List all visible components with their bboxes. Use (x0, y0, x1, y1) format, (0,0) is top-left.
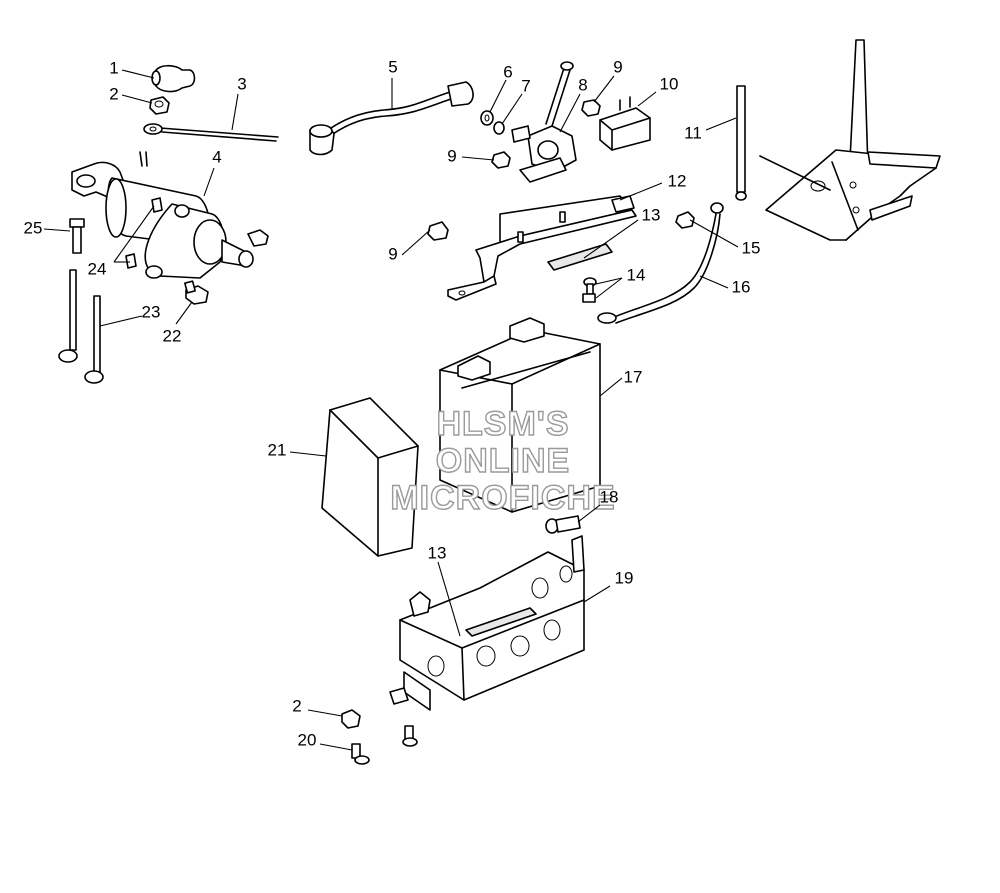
frame-bracket (759, 39, 941, 241)
watermark: HLSM'S ONLINE MICROFICHE (390, 404, 616, 517)
screw-18 (545, 515, 581, 534)
watermark-line-1: HLSM'S (436, 405, 569, 443)
watermark-line-3: MICROFICHE (390, 479, 615, 517)
callout-2-lower: 2 (292, 696, 301, 715)
battery (439, 317, 601, 513)
callout-5: 5 (388, 57, 397, 76)
callout-8: 8 (578, 75, 587, 94)
bolt-22 (184, 280, 209, 305)
starter-motor (71, 151, 254, 279)
nut-lower (341, 709, 361, 729)
callout-16: 16 (732, 277, 751, 296)
nut-9-upper (581, 99, 601, 117)
callout-9-middle: 9 (447, 146, 456, 165)
callout-2: 2 (109, 84, 118, 103)
nut-9-lower (427, 221, 449, 241)
callout-24: 24 (88, 259, 107, 278)
callout-4: 4 (212, 147, 221, 166)
callout-22: 22 (163, 326, 182, 345)
cable-ties (58, 269, 104, 384)
callout-13-lower: 13 (428, 543, 447, 562)
washer-6 (480, 110, 494, 126)
relay (599, 96, 651, 151)
bolt-25 (69, 218, 85, 254)
terminal-boot (151, 64, 196, 93)
nut-9-middle (491, 151, 511, 169)
callout-15: 15 (742, 238, 761, 257)
callout-18: 18 (600, 487, 619, 506)
callout-21: 21 (268, 440, 287, 459)
callout-20: 20 (298, 730, 317, 749)
callout-17: 17 (624, 367, 643, 386)
bolt-starter-right (247, 229, 269, 247)
screw-box-bottom (402, 725, 418, 747)
rod (735, 85, 747, 201)
callout-6: 6 (503, 62, 512, 81)
callout-11: 11 (684, 123, 702, 142)
callouts: 1 2 3 4 5 6 7 8 9 9 9 10 11 12 13 13 14 … (24, 57, 761, 749)
callout-13-upper: 13 (642, 205, 661, 224)
callout-1: 1 (109, 58, 118, 77)
battery-cable (143, 123, 279, 142)
ground-cable (597, 202, 724, 324)
rubber-pad-upper (547, 243, 613, 271)
foam-block (321, 397, 419, 557)
watermark-line-2: ONLINE (436, 442, 570, 480)
screw-20 (351, 743, 370, 765)
callout-9-lower: 9 (388, 244, 397, 263)
leader-lines (43, 69, 739, 751)
solenoid-cable (309, 81, 474, 156)
battery-holddown-bracket (447, 195, 637, 301)
terminal-screws (582, 277, 597, 303)
callout-23: 23 (142, 302, 161, 321)
callout-19: 19 (615, 568, 634, 587)
callout-12: 12 (668, 171, 687, 190)
callout-25: 25 (24, 218, 43, 237)
nut-15 (675, 211, 695, 229)
callout-10: 10 (660, 74, 679, 93)
callout-7: 7 (521, 76, 530, 95)
solenoid (511, 61, 577, 183)
washer-7 (493, 121, 505, 135)
callout-9-top: 9 (613, 57, 622, 76)
nut-upper (149, 96, 170, 115)
callout-3: 3 (237, 74, 246, 93)
battery-box (389, 535, 585, 711)
callout-14: 14 (627, 265, 646, 284)
